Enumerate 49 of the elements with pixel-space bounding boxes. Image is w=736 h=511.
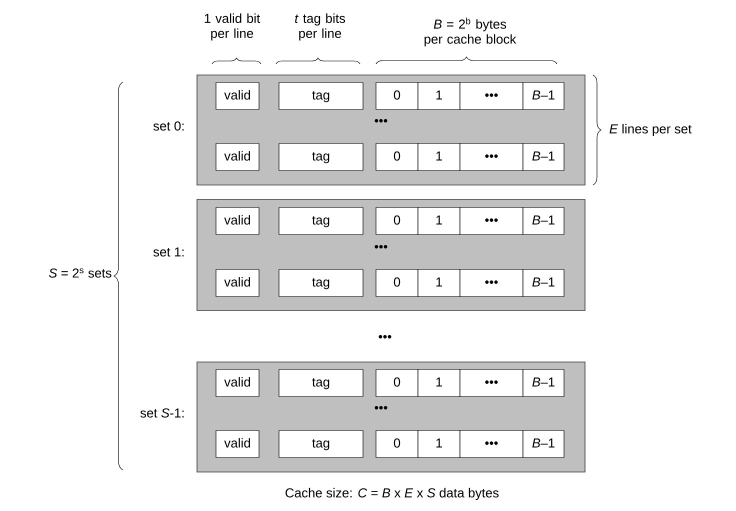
- cell: •••: [460, 207, 524, 235]
- brace-label: B = 2$^{b}$ bytes per cache block: [424, 18, 516, 46]
- cell: B–1: [522, 269, 564, 297]
- cell: B–1: [522, 207, 564, 235]
- cell: 1: [418, 82, 460, 110]
- cell: tag: [278, 207, 364, 235]
- cell: valid: [216, 207, 260, 235]
- cell: B–1: [522, 143, 564, 171]
- brace-label: S = 2$^{s}$ sets: [48, 268, 112, 278]
- cell: B–1: [522, 82, 564, 110]
- cell: tag: [278, 143, 364, 171]
- cell: tag: [278, 369, 364, 397]
- cell: •••: [460, 82, 524, 110]
- cell: 0: [376, 369, 418, 397]
- cell: 1: [418, 143, 460, 171]
- cell: 0: [376, 430, 418, 458]
- ellipsis: •••: [374, 406, 388, 410]
- cell: 0: [376, 269, 418, 297]
- cell: 1: [418, 430, 460, 458]
- brace-label: E lines per set: [610, 124, 692, 136]
- cell: 0: [376, 207, 418, 235]
- brace-label: t tag bits per line: [295, 13, 346, 41]
- cell: B–1: [522, 369, 564, 397]
- brace-label: 1 valid bit per line: [204, 13, 260, 41]
- set-label: set S-1:: [140, 408, 184, 418]
- cell: •••: [460, 430, 524, 458]
- cell: tag: [278, 430, 364, 458]
- ellipsis: •••: [378, 334, 392, 338]
- ellipsis: •••: [374, 118, 388, 122]
- set-label: set 0:: [153, 121, 184, 131]
- caption: Cache size: C = B x E x S data bytes: [286, 488, 499, 500]
- cell: B–1: [522, 430, 564, 458]
- cell: valid: [216, 430, 260, 458]
- set-label: set 1:: [153, 247, 184, 257]
- cell: valid: [216, 369, 260, 397]
- cell: tag: [278, 82, 364, 110]
- cell: •••: [460, 143, 524, 171]
- cell: •••: [460, 269, 524, 297]
- cell: 1: [418, 207, 460, 235]
- cell: •••: [460, 369, 524, 397]
- cell: 1: [418, 369, 460, 397]
- cell: valid: [216, 269, 260, 297]
- ellipsis: •••: [374, 244, 388, 248]
- cell: valid: [216, 143, 260, 171]
- cell: 0: [376, 82, 418, 110]
- cell: 0: [376, 143, 418, 171]
- cell: 1: [418, 269, 460, 297]
- cell: tag: [278, 269, 364, 297]
- cell: valid: [216, 82, 260, 110]
